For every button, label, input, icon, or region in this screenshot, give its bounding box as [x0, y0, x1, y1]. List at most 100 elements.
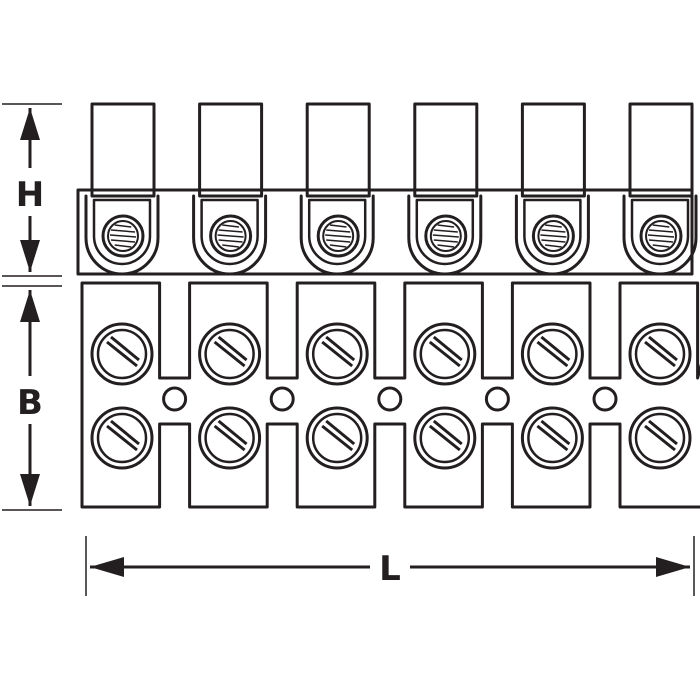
thread-line: [433, 229, 458, 233]
thread-line: [541, 229, 566, 233]
clamp-inner: [415, 198, 475, 266]
thread-line: [222, 244, 239, 248]
thread-line: [545, 224, 562, 228]
wire-sleeve: [520, 102, 586, 198]
screw-slot-line: [540, 335, 571, 362]
screw-slot-line: [217, 419, 248, 446]
dimension-l: L: [85, 536, 695, 596]
screw-head: [634, 328, 686, 380]
clamp-outer: [192, 194, 268, 276]
terminal-3: [299, 102, 403, 470]
thread-line: [218, 239, 243, 243]
threaded-screw: [316, 214, 360, 258]
lower-screw: [198, 406, 262, 470]
clamp-inner: [523, 198, 582, 266]
wire-sleeve: [413, 102, 479, 198]
terminal-5: [514, 102, 618, 470]
thread-line: [329, 244, 347, 248]
screw-slot-line: [106, 424, 138, 452]
threaded-screw: [101, 214, 145, 258]
bottom-body: [80, 281, 700, 509]
thread-line: [652, 244, 670, 248]
thread-line: [326, 239, 351, 243]
lower-screw: [628, 406, 692, 470]
thread-line: [647, 234, 675, 238]
screw-slot-line: [321, 340, 354, 368]
screw-slot-line: [428, 340, 461, 368]
mounting-hole: [484, 386, 510, 412]
terminal-group: [76, 102, 700, 509]
thread-line: [432, 234, 459, 238]
threaded-screw: [531, 214, 575, 258]
upper-screw: [628, 322, 692, 386]
clamp-inner: [92, 198, 152, 266]
dimension-label-h: H: [16, 175, 44, 215]
dimension-b: B: [2, 285, 62, 511]
threaded-screw: [639, 214, 683, 258]
thread-line: [326, 229, 351, 233]
threaded-screw-inner: [322, 220, 355, 252]
thread-line: [110, 229, 136, 233]
threaded-screw-inner: [537, 220, 570, 252]
screw-slot-line: [110, 335, 140, 362]
screw-slot-line: [325, 419, 356, 446]
mounting-hole: [377, 386, 403, 412]
upper-screw: [90, 322, 154, 386]
screw-head: [96, 328, 148, 380]
terminal-1: [84, 102, 188, 470]
screw-slot-line: [321, 424, 354, 452]
thread-line: [545, 244, 562, 248]
thread-line: [218, 229, 243, 233]
upper-screw: [198, 322, 262, 386]
threaded-screw: [209, 214, 253, 258]
lower-screw: [520, 406, 584, 470]
dimension-label-b: B: [17, 383, 43, 423]
threaded-screw: [424, 214, 468, 258]
threaded-screw-inner: [645, 220, 677, 252]
screw-slot-line: [325, 335, 356, 362]
screw-slot-line: [536, 340, 569, 368]
clamp-outer: [84, 194, 160, 276]
wire-sleeve: [90, 102, 156, 198]
terminal-2: [192, 102, 295, 470]
clamp-inner: [200, 198, 259, 266]
screw-head: [527, 328, 578, 380]
thread-line: [433, 239, 458, 243]
thread-line: [325, 234, 352, 238]
lower-screw: [90, 406, 154, 470]
screw-slot-line: [648, 335, 678, 362]
thread-line: [540, 234, 567, 238]
wire-sleeve: [628, 102, 694, 198]
screw-head: [634, 412, 686, 464]
thread-line: [217, 234, 244, 238]
screw-head: [96, 412, 148, 464]
thread-line: [437, 244, 455, 248]
clamp-outer: [514, 194, 590, 276]
screw-head: [419, 328, 471, 380]
screw-slot-line: [644, 340, 676, 368]
upper-screw: [305, 322, 369, 386]
screw-head: [204, 412, 255, 464]
clamp-inner: [630, 198, 690, 266]
screw-slot-line: [644, 424, 676, 452]
threaded-screw-inner: [429, 220, 462, 252]
thread-line: [114, 244, 132, 248]
thread-line: [437, 224, 455, 228]
thread-line: [648, 239, 674, 243]
threaded-screw-inner: [214, 220, 247, 252]
clamp-outer: [299, 194, 375, 276]
lower-screw: [305, 406, 369, 470]
clamp-outer: [407, 194, 483, 276]
screw-head: [311, 412, 363, 464]
clamp-inner: [307, 198, 367, 266]
thread-line: [648, 229, 674, 233]
thread-line: [329, 224, 347, 228]
terminal-4: [407, 102, 510, 470]
mounting-hole: [269, 386, 295, 412]
mounting-hole: [592, 386, 618, 412]
screw-head: [419, 412, 471, 464]
thread-line: [541, 239, 566, 243]
screw-slot-line: [540, 419, 571, 446]
thread-line: [652, 224, 670, 228]
